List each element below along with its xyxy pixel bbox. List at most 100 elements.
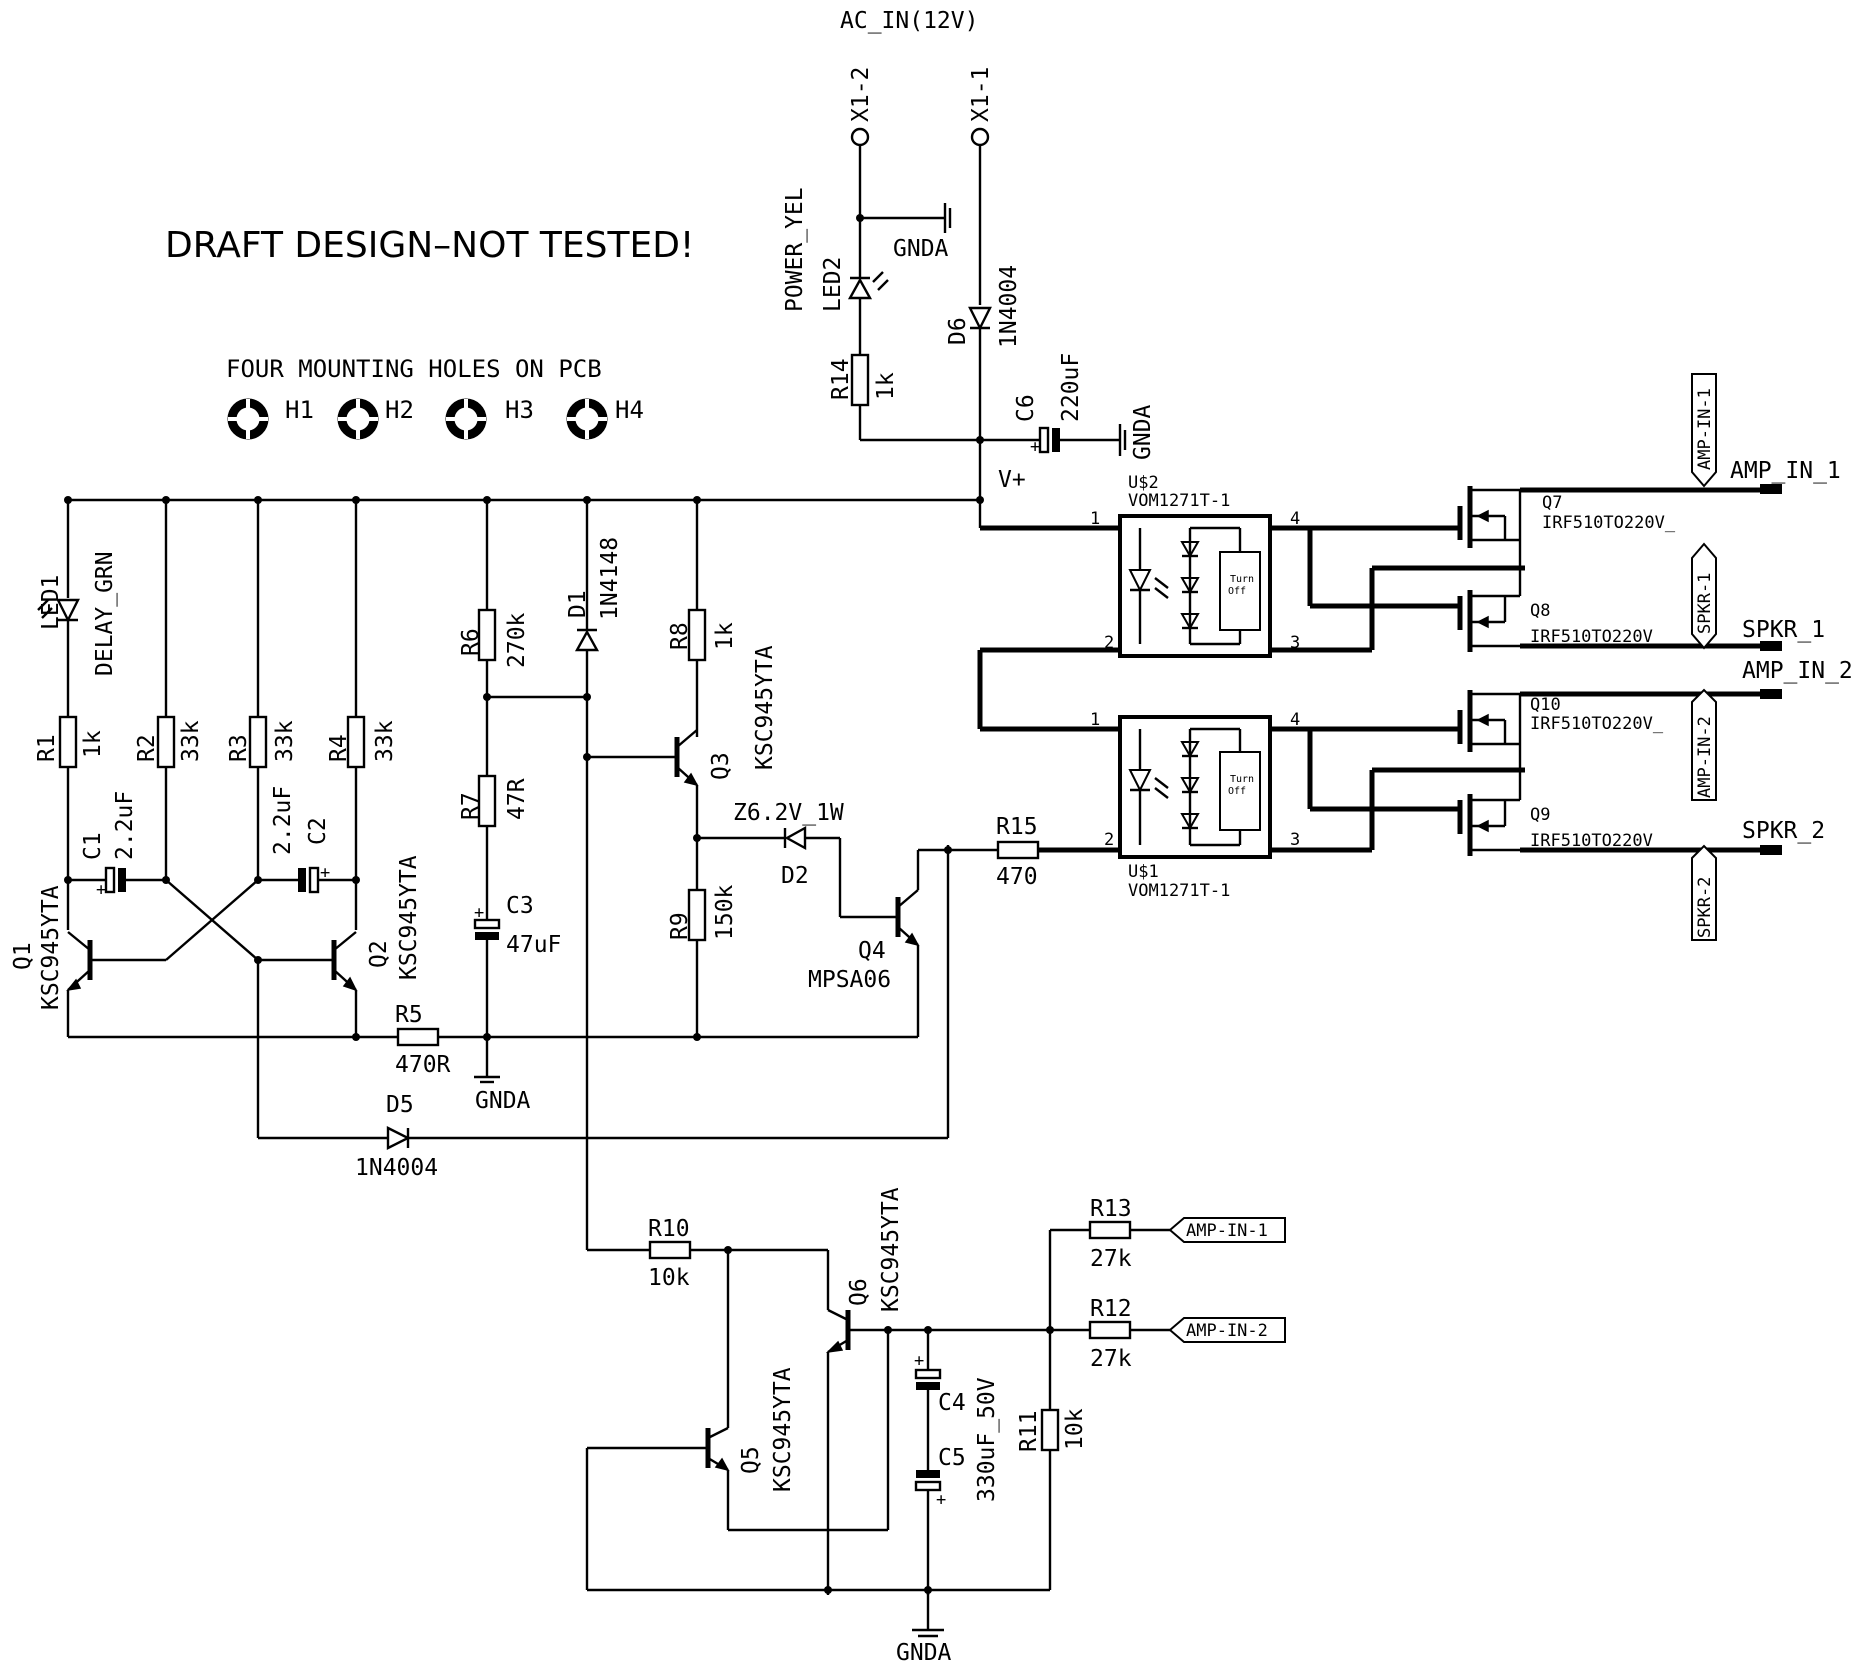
q10-value: IRF510TO220V_ [1530, 714, 1664, 734]
d5-icon [386, 1126, 411, 1150]
r1 [58, 715, 78, 769]
r6-value: 270k [504, 612, 530, 668]
r14 [850, 353, 870, 407]
c3-name: C3 [506, 893, 534, 919]
u2-off-label: Off [1228, 586, 1246, 597]
x1-1-terminal [970, 127, 990, 147]
c2-value: 2.2uF [270, 786, 296, 855]
u1-value: VOM1271T-1 [1128, 881, 1230, 901]
r12-value: 27k [1090, 1346, 1132, 1372]
c6 [1038, 426, 1050, 454]
r1-value: 1k [80, 730, 106, 758]
r5-name: R5 [395, 1002, 423, 1028]
r11-value: 10k [1062, 1408, 1088, 1450]
svg-text:+: + [474, 903, 484, 923]
svg-text:SPKR-1: SPKR-1 [1695, 573, 1715, 634]
r2-value: 33k [178, 720, 204, 762]
u1-pin4: 4 [1290, 710, 1300, 730]
r3-name: R3 [226, 734, 252, 762]
svg-text:AMP-IN-1: AMP-IN-1 [1186, 1221, 1268, 1241]
r15 [996, 840, 1040, 860]
r2 [156, 715, 176, 769]
spkr-1-net: SPKR_1 [1742, 617, 1825, 643]
d5-value: 1N4004 [355, 1155, 438, 1181]
q5-value: KSC945YTA [770, 1367, 796, 1492]
u1-pin2: 2 [1104, 830, 1114, 850]
u2-led-icon [1128, 569, 1152, 593]
q8-name: Q8 [1530, 601, 1550, 621]
d2-value: Z6.2V_1W [733, 800, 844, 826]
q2-value: KSC945YTA [396, 855, 422, 980]
tag-spkr-1-vertical: SPKR-1 [1691, 542, 1717, 650]
led1-value: DELAY_GRN [92, 551, 118, 676]
gnda-delay-label: GNDA [475, 1088, 531, 1114]
r1-name: R1 [34, 734, 60, 762]
q2-name: Q2 [366, 940, 392, 968]
u1-name: U$1 [1128, 862, 1159, 882]
tag-amp-in-1-vertical: AMP-IN-1 [1691, 373, 1717, 488]
tag-amp-in-2-input: AMP-IN-2 [1168, 1317, 1286, 1343]
r13-name: R13 [1090, 1196, 1132, 1222]
svg-text:AMP-IN-2: AMP-IN-2 [1186, 1321, 1268, 1341]
q7-mosfet [1457, 486, 1522, 568]
d6-icon [968, 306, 992, 331]
r14-name: R14 [828, 358, 854, 400]
v-plus-rail [64, 496, 984, 504]
hole-h4-icon [566, 398, 608, 440]
u2-pin1: 1 [1090, 509, 1100, 529]
x1-2-label: X1-2 [848, 67, 874, 122]
u1-pin1: 1 [1090, 710, 1100, 730]
r9-value: 150k [712, 884, 738, 940]
r12-name: R12 [1090, 1296, 1132, 1322]
q3-name: Q3 [708, 752, 734, 780]
led2-name: LED2 [820, 257, 846, 312]
led1-icon [56, 598, 80, 623]
hole-h4-label: H4 [615, 396, 644, 424]
mounting-note: FOUR MOUNTING HOLES ON PCB [226, 355, 602, 383]
r14-value: 1k [873, 372, 899, 400]
u2-relay [1118, 514, 1272, 658]
spkr-2-net: SPKR_2 [1742, 818, 1825, 844]
svg-text:+: + [914, 1351, 924, 1371]
q9-value: IRF510TO220V_ [1530, 831, 1664, 851]
u1-led-icon [1128, 769, 1152, 793]
q1-name: Q1 [10, 942, 36, 970]
c2 [308, 866, 320, 894]
d2-icon [784, 825, 807, 851]
d2-name: D2 [781, 863, 809, 889]
r6-name: R6 [458, 628, 484, 656]
u2-pin4: 4 [1290, 509, 1300, 529]
c5-name: C5 [938, 1445, 966, 1471]
c1-value: 2.2uF [112, 791, 138, 860]
c4-name: C4 [938, 1390, 966, 1416]
r5 [396, 1027, 440, 1047]
vplus-label: V+ [998, 467, 1026, 493]
c3 [473, 918, 501, 930]
power-section: AC_IN(12V) X1-2 GNDA LED2 POWER_YEL R14 … [782, 8, 1156, 528]
c45-value: 330uF_50V [974, 1377, 1000, 1502]
x1-1-label: X1-1 [968, 67, 994, 122]
q8-value: IRF510TO220V_ [1530, 627, 1664, 647]
tag-spkr-2-vertical: SPKR-2 [1691, 844, 1717, 941]
q1-value: KSC945YTA [38, 885, 64, 1010]
q4-name: Q4 [858, 938, 886, 964]
u2-turn-label: Turn [1230, 574, 1254, 585]
c6-value: 220uF [1058, 353, 1084, 422]
d1-name: D1 [565, 590, 591, 618]
gnda-top-label: GNDA [893, 236, 949, 262]
r10 [648, 1240, 692, 1260]
q1-transistor [66, 931, 93, 992]
svg-text:+: + [96, 880, 106, 900]
hole-h3-icon [445, 398, 487, 440]
amp-in-1-net: AMP_IN_1 [1730, 458, 1841, 484]
q8-mosfet [1457, 568, 1522, 652]
q4-value: MPSA06 [808, 967, 891, 993]
gnda-c6-label: GNDA [1130, 404, 1156, 460]
led1-name: LED1 [38, 575, 64, 630]
r8-value: 1k [712, 622, 738, 650]
c1 [104, 866, 116, 894]
q9-name: Q9 [1530, 805, 1550, 825]
d1-icon [574, 629, 600, 652]
u1-relay [1118, 715, 1272, 859]
led2-value: POWER_YEL [782, 187, 808, 312]
